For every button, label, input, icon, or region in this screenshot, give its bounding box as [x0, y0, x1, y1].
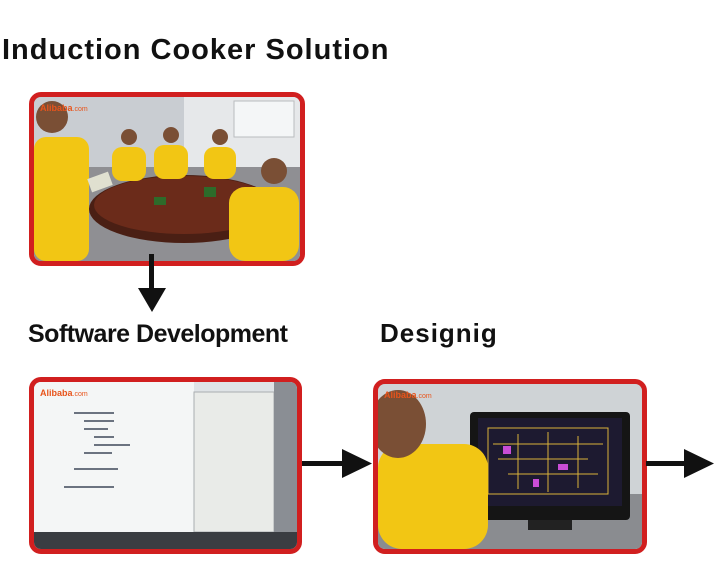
meeting-photo: Alibaba.com: [29, 92, 305, 266]
software-development-title: Software Development: [28, 320, 288, 348]
designing-title: Designig: [380, 318, 498, 348]
design-photo: Alibaba.com: [373, 379, 647, 554]
alibaba-logo: Alibaba.com: [40, 388, 88, 398]
right-arrow-icon: [646, 449, 714, 478]
right-arrow-icon: [302, 449, 372, 478]
down-arrow-icon: [138, 254, 166, 312]
alibaba-logo: Alibaba.com: [384, 390, 432, 400]
alibaba-logo: Alibaba.com: [40, 103, 88, 113]
page-title: Induction Cooker Solution: [2, 34, 390, 66]
software-photo: Alibaba.com: [29, 377, 302, 554]
